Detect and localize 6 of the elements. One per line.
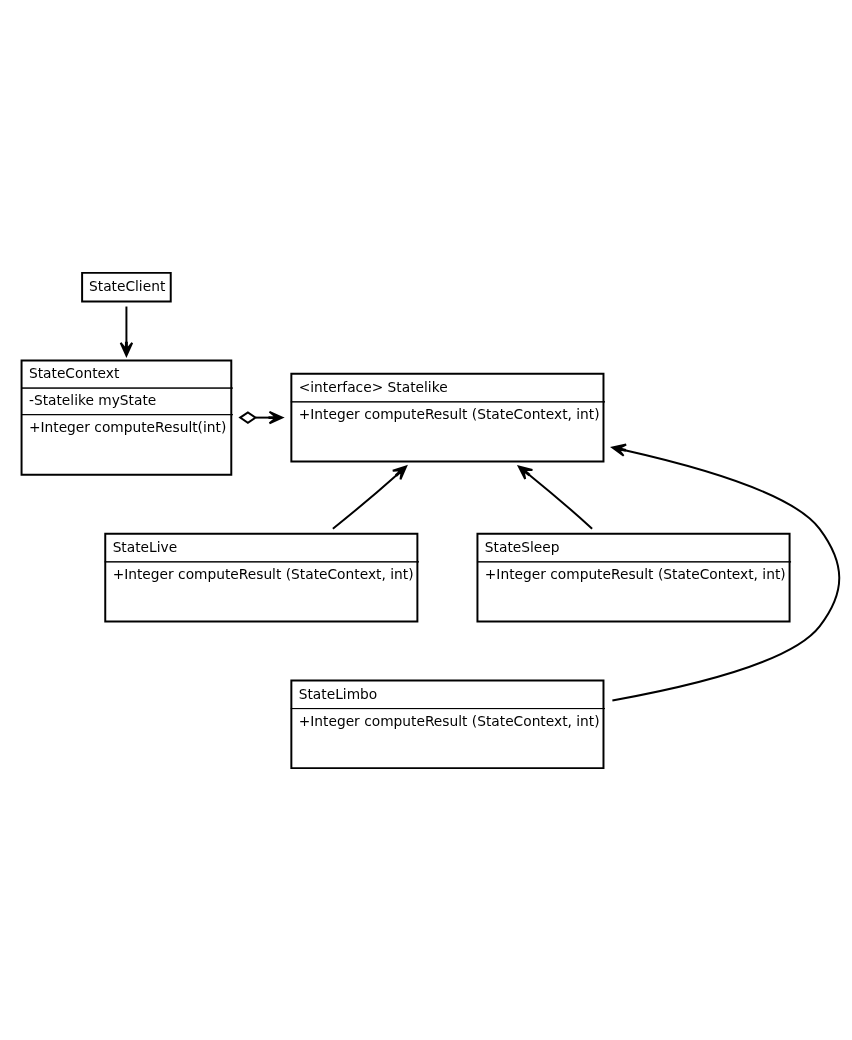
- node-box: StateClient: [81, 271, 172, 302]
- arrow: [119, 305, 134, 357]
- arrow: [331, 464, 408, 530]
- arrow: [238, 410, 284, 424]
- arrow: [517, 464, 594, 530]
- arrow: [611, 443, 841, 701]
